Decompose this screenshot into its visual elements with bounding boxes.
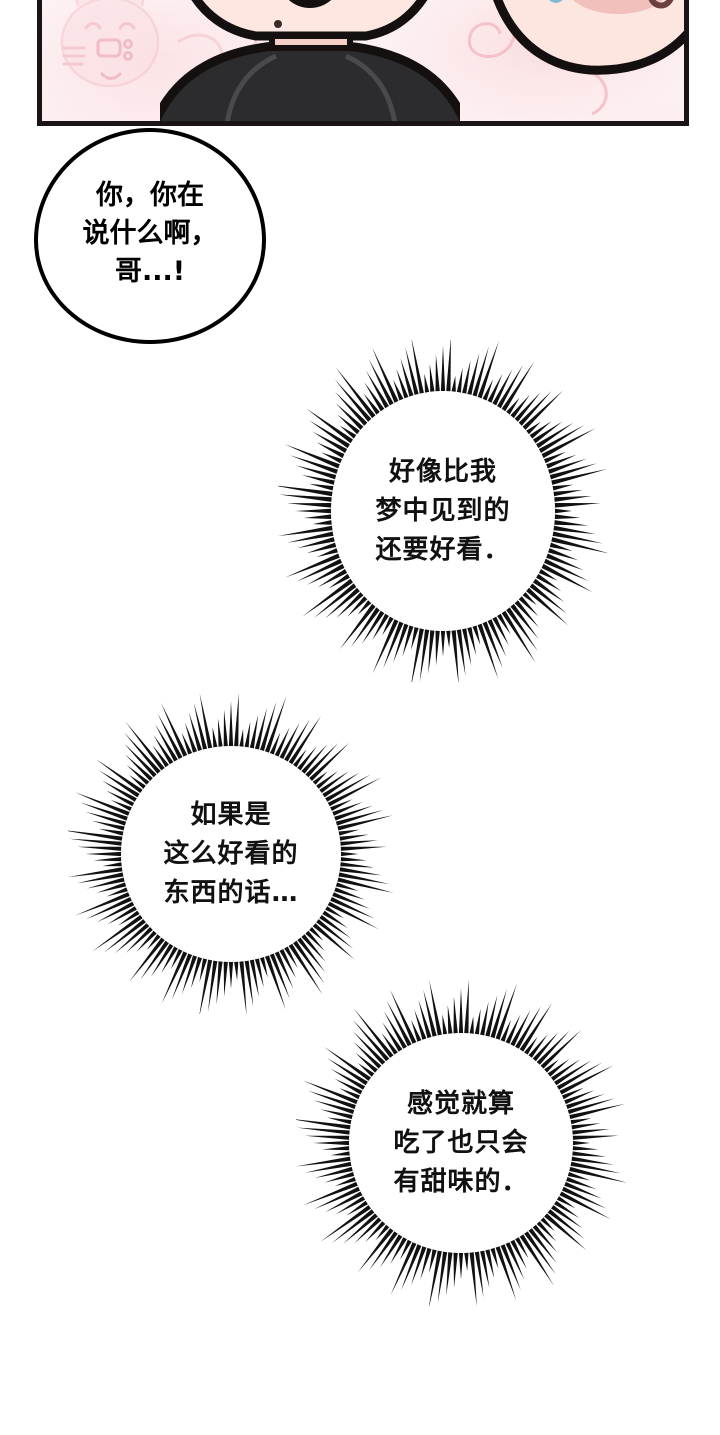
speech-bubble-dialogue: 你，你在 说什么啊， 哥...! [34, 128, 266, 344]
burst-rays-icon [296, 980, 626, 1306]
thought-bubble-burst-3: 感觉就算 吃了也只会 有甜味的． [296, 980, 626, 1306]
comic-panel-top [37, 0, 689, 126]
character-right-boy [493, 0, 684, 75]
burst-rays-icon [278, 340, 608, 682]
character-left-boy [160, 0, 460, 121]
thought-bubble-burst-3-text: 感觉就算 吃了也只会 有甜味的． [393, 1088, 529, 1197]
thought-bubble-burst-1: 好像比我 梦中见到的 还要好看． [278, 340, 608, 682]
thought-bubble-burst-1-text: 好像比我 梦中见到的 还要好看． [375, 456, 511, 565]
speech-bubble-dialogue-text: 你，你在 说什么啊， 哥...! [82, 179, 218, 288]
thought-bubble-burst-2-text: 如果是 这么好看的 东西的话… [163, 799, 299, 908]
mascot-bunny-doodle-icon [60, 0, 160, 88]
thought-bubble-burst-2: 如果是 这么好看的 东西的话… [68, 694, 394, 1014]
burst-rays-icon [68, 694, 394, 1014]
